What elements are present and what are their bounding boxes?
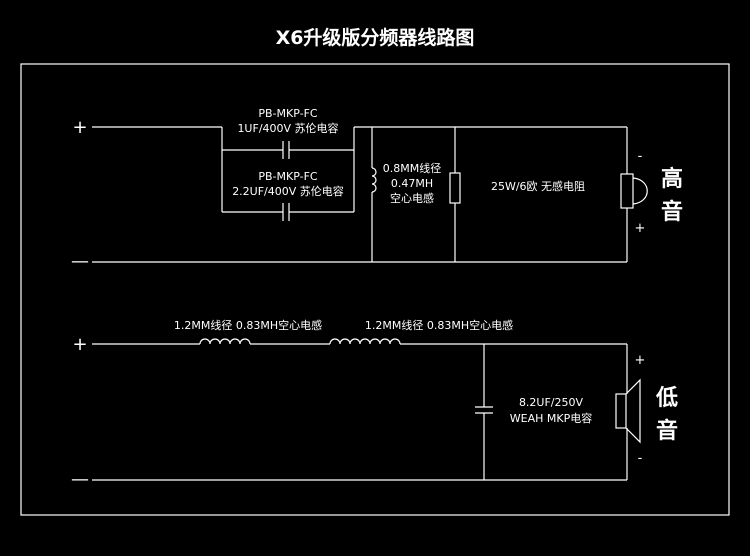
inductor1-label: 1.2MM线径 0.83MH空心电感 [174,318,322,332]
woofer-input-plus: + [72,334,87,355]
woofer-cap-type-label: WEAH MKP电容 [510,411,592,425]
woofer-input-minus: — [71,469,89,490]
inductor2-label: 1.2MM线径 0.83MH空心电感 [365,318,513,332]
cap2-model-label: PB-MKP-FC [258,170,318,183]
capacitor-1uf [222,141,354,159]
tweeter-circuit: + — PB-MKP-FC 1UF/400V 苏伦电容 PB-MKP-FC 2.… [71,107,683,272]
resistor-25w [449,127,461,262]
cap2-spec-label: 2.2UF/400V 苏伦电容 [232,184,344,198]
capacitor-2-2uf [222,203,354,221]
page-title: X6升级版分频器线路图 [276,26,475,49]
woofer-negative-terminal: - [638,451,643,466]
tweeter-input-plus: + [72,117,87,138]
woofer-speaker [615,344,641,480]
cap1-model-label: PB-MKP-FC [258,107,318,120]
inductor-type-label: 空心电感 [390,191,434,205]
tweeter-negative-terminal: - [638,149,643,164]
inductor-2-083mh [329,338,401,345]
tweeter-positive-terminal: + [635,221,646,236]
woofer-label-char1: 低 [655,386,678,411]
woofer-label-char2: 音 [656,418,678,444]
resistor-label: 25W/6欧 无感电阻 [491,180,585,193]
inductor-047mh [371,127,377,262]
capacitor-8-2uf [475,344,493,480]
diagram-frame [20,63,730,516]
cap1-spec-label: 1UF/400V 苏伦电容 [237,121,338,135]
tweeter-speaker [620,127,648,262]
inductor-value-label: 0.47MH [391,177,433,190]
woofer-positive-terminal: + [635,353,646,368]
inductor-1-083mh [199,338,251,345]
woofer-circuit: + — 1.2MM线径 0.83MH空心电感 1.2MM线径 0.83MH空心电… [71,318,678,490]
woofer-cap-spec-label: 8.2UF/250V [519,396,584,409]
tweeter-label-char2: 音 [661,199,683,225]
tweeter-input-minus: — [71,251,89,272]
tweeter-label-char1: 高 [661,166,683,192]
inductor-wire-label: 0.8MM线径 [383,161,441,175]
